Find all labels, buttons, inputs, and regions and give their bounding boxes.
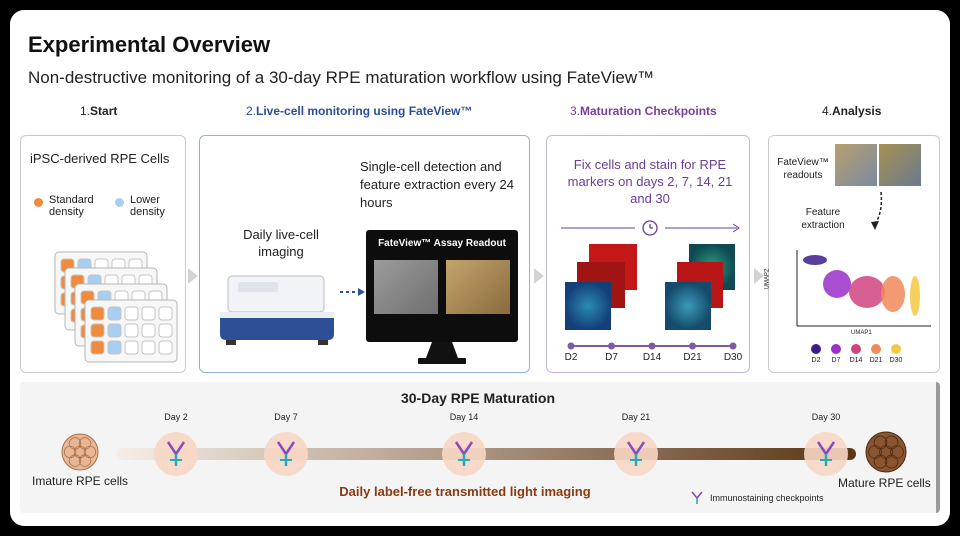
arrow-icon — [534, 268, 544, 284]
umap-cluster — [823, 270, 851, 298]
plate-well — [91, 307, 104, 320]
plate-well — [159, 341, 172, 354]
umap-legend-label: D30 — [886, 357, 906, 364]
monitor-stand-icon — [412, 342, 472, 372]
page-title: Experimental Overview — [28, 32, 270, 58]
umap-legend-dot-icon — [811, 344, 821, 354]
plate-well — [108, 341, 121, 354]
umap-legend-dot-icon — [871, 344, 881, 354]
stain-image-blue — [565, 282, 611, 330]
plate-well — [125, 341, 138, 354]
day-label: D2 — [556, 352, 586, 363]
umap-legend-dot-icon — [851, 344, 861, 354]
umap-cluster — [849, 276, 885, 308]
panel-analysis: FateView™ readouts Feature extraction UM… — [768, 135, 940, 373]
day-label: D21 — [678, 352, 708, 363]
timeline-day-label: Day 2 — [156, 412, 196, 422]
plate-well — [159, 307, 172, 320]
umap-legend-dot-icon — [831, 344, 841, 354]
umap-legend-dot-icon — [891, 344, 901, 354]
stain-image-cyan — [665, 282, 711, 330]
umap-cluster — [803, 255, 827, 265]
cell-cluster-icon — [866, 432, 906, 472]
umap-legend-label: D21 — [866, 357, 886, 364]
day-label: D30 — [718, 352, 748, 363]
plate-well — [159, 324, 172, 337]
section-header-analysis: 4.Analysis — [822, 104, 881, 118]
start-heading: iPSC-derived RPE Cells — [30, 151, 169, 166]
arrow-icon — [754, 268, 764, 284]
arrow-icon — [188, 268, 198, 284]
checkpoint-marker-icon — [154, 432, 198, 476]
page-subtitle: Non-destructive monitoring of a 30-day R… — [28, 68, 654, 88]
plate-well — [142, 307, 155, 320]
day-label: D14 — [637, 352, 667, 363]
plate-well — [125, 324, 138, 337]
timeline-day-label: Day 21 — [616, 412, 656, 422]
checkpoint-day-labels: D2 D7 D14 D21 D30 — [547, 352, 751, 368]
umap-plot — [785, 246, 935, 332]
timeline-day-label: Day 30 — [806, 412, 846, 422]
section-header-start: 1.Start — [80, 104, 117, 118]
readout-image-2 — [879, 144, 921, 186]
readout-image-1 — [835, 144, 877, 186]
lower-density-dot-icon — [115, 198, 124, 207]
plate-well — [125, 307, 138, 320]
clock-timeline-icon — [547, 216, 751, 240]
section-header-checkpoints: 3.Maturation Checkpoints — [570, 104, 717, 118]
plate-well — [108, 307, 121, 320]
checkpoint-marker-icon — [614, 432, 658, 476]
umap-xlabel: UMAP1 — [851, 330, 872, 336]
timeline-day-label: Day 7 — [266, 412, 306, 422]
umap-cluster — [881, 276, 905, 312]
cell-cluster-icon — [62, 434, 98, 470]
dotted-arrow-icon — [340, 287, 366, 297]
imaging-label: Daily live-cell imaging — [222, 226, 340, 260]
day-label: D7 — [597, 352, 627, 363]
feature-label: Feature extraction — [783, 206, 863, 232]
day-dot — [608, 343, 615, 350]
monitor-screen: FateView™ Assay Readout — [366, 230, 518, 342]
panel-live-cell: Single-cell detection and feature extrac… — [199, 135, 530, 373]
imager-device-illustration — [216, 270, 346, 360]
checkpoints-text: Fix cells and stain for RPE markers on d… — [565, 156, 735, 207]
legend-lower-density: Lower density — [130, 194, 180, 218]
day-dot — [730, 343, 737, 350]
timeline-day-labels: Day 2 Day 7 Day 14 Day 21 Day 30 — [20, 412, 936, 426]
day-dot — [568, 343, 575, 350]
plate-well — [91, 324, 104, 337]
umap-ylabel-box: UMAP2 — [773, 246, 783, 322]
checkpoint-marker-icon — [804, 432, 848, 476]
plate-well — [142, 341, 155, 354]
plate-well — [108, 324, 121, 337]
umap-legend-label: D14 — [846, 357, 866, 364]
dashed-arrow-icon — [867, 190, 897, 232]
umap-legend-label: D7 — [826, 357, 846, 364]
umap-ylabel: UMAP2 — [764, 269, 770, 290]
monitor-title: FateView™ Assay Readout — [366, 238, 518, 249]
panel-checkpoints: Fix cells and stain for RPE markers on d… — [546, 135, 750, 373]
brightfield-image — [374, 260, 438, 314]
readout-image — [446, 260, 510, 314]
checkpoint-marker-icon — [264, 432, 308, 476]
timeline-day-label: Day 14 — [444, 412, 484, 422]
well-plates-illustration — [25, 244, 185, 374]
readouts-label: FateView™ readouts — [773, 156, 833, 182]
plate-well — [142, 324, 155, 337]
detection-label: Single-cell detection and feature extrac… — [360, 158, 530, 212]
immuno-legend-label: Immunostaining checkpoints — [710, 493, 824, 503]
panel-start: iPSC-derived RPE Cells Standard density … — [20, 135, 186, 373]
standard-density-dot-icon — [34, 198, 43, 207]
day-dot — [689, 343, 696, 350]
legend-standard-density: Standard density — [49, 194, 109, 218]
immunostaining-icon — [690, 491, 704, 505]
checkpoint-marker-icon — [442, 432, 486, 476]
section-header-live: 2.Live-cell monitoring using FateView™ — [246, 104, 473, 118]
day-dot — [649, 343, 656, 350]
maturation-timeline: 30-Day RPE Maturation Imature RPE cells … — [20, 382, 940, 513]
umap-cluster — [910, 276, 920, 316]
umap-legend-label: D2 — [806, 357, 826, 364]
plate-well — [91, 341, 104, 354]
